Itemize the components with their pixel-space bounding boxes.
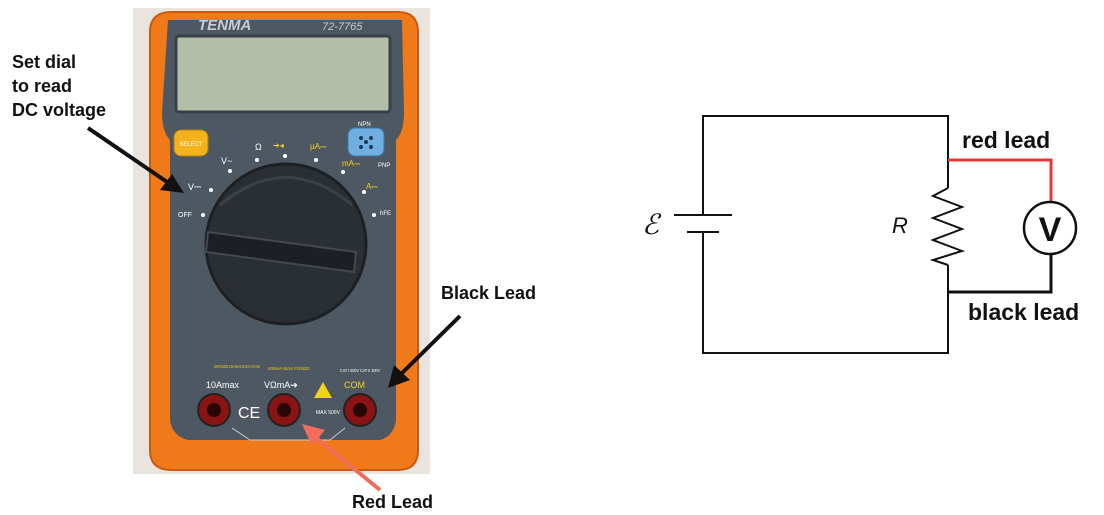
circuit-wire-bottom [702,232,949,354]
dial-dot [255,158,259,162]
max-voltage-note: MAX 500V [316,410,341,416]
set-dial-arrow [86,126,184,193]
red-lead-wire [948,158,1053,202]
model-number: 72-7765 [322,21,363,33]
circuit-wire-top [702,115,949,215]
dial-dot [362,190,366,194]
set-dial-line-2: to read [12,76,73,96]
com-port-label: COM [344,380,365,390]
socket-hole [369,136,373,140]
pnp-label: PNP [378,163,390,169]
set-dial-line-3: DC voltage [12,100,107,120]
amp-port-label: 10Amax [206,380,240,390]
black-lead-callout: Black Lead [441,283,537,303]
set-dial-line-1: Set dial [12,52,77,72]
black-lead-arrow [388,314,462,388]
dial-grip-ridges [219,176,353,207]
vma-port-label: VΩmA➔ [264,380,298,390]
black-lead-label: black lead [968,299,1079,325]
select-button-label: SELECT [179,142,203,148]
warning-triangle-icon [314,382,332,398]
dial-label-off: OFF [178,212,192,219]
ce-mark: CE [238,405,260,422]
vma-port-note: 400mA MAX FUSED [268,366,310,371]
emf-symbol: ℰ [642,208,662,241]
voltmeter-symbol [1022,200,1078,256]
dial-label-ohm: Ω [255,142,262,152]
jack-divider-line [231,427,346,441]
com-jack[interactable] [343,393,377,427]
black-lead-wire [948,253,1053,294]
socket-hole [359,145,363,149]
dial-dot [228,169,232,173]
socket-hole [364,140,368,144]
lcd-screen [174,34,392,114]
resistor-label: R [892,213,908,238]
dial-label-diode: ➔◂ [273,141,284,150]
red-lead-callout: Red Lead [352,492,434,512]
set-dial-instruction: Set dial to read DC voltage [12,50,106,122]
dial-label-ua: µA⎓ [310,142,327,151]
red-lead-label: red lead [962,127,1050,153]
socket-hole [369,145,373,149]
resistor-zigzag [929,187,966,266]
dial-dot [201,213,205,217]
voltmeter-label: V [1039,211,1062,249]
red-lead-arrow [302,424,382,492]
dial-label-vdc: V⎓ [188,182,201,192]
dial-pointer [204,230,358,274]
dial-dot [372,213,376,217]
amp-jack[interactable] [197,393,231,427]
dial-label-vac: V~ [221,156,232,166]
dial-label-a: A⎓ [366,182,378,191]
dial-label-hfe: hFE [380,211,391,217]
brand-logo: TENMA [198,17,251,34]
socket-hole [359,136,363,140]
com-port-note: CAT I 600V CAT II 300V [340,368,380,373]
dial-dot [283,154,287,158]
amp-port-note: UNFUSED 10A MAX EACH 15 min [214,364,260,369]
dial-label-ma: mA⎓ [342,159,361,168]
select-button[interactable] [173,129,209,157]
dial-dot [209,188,213,192]
dial-dot [341,170,345,174]
dial-dot [314,158,318,162]
npn-label: NPN [358,122,371,128]
vma-jack[interactable] [267,393,301,427]
